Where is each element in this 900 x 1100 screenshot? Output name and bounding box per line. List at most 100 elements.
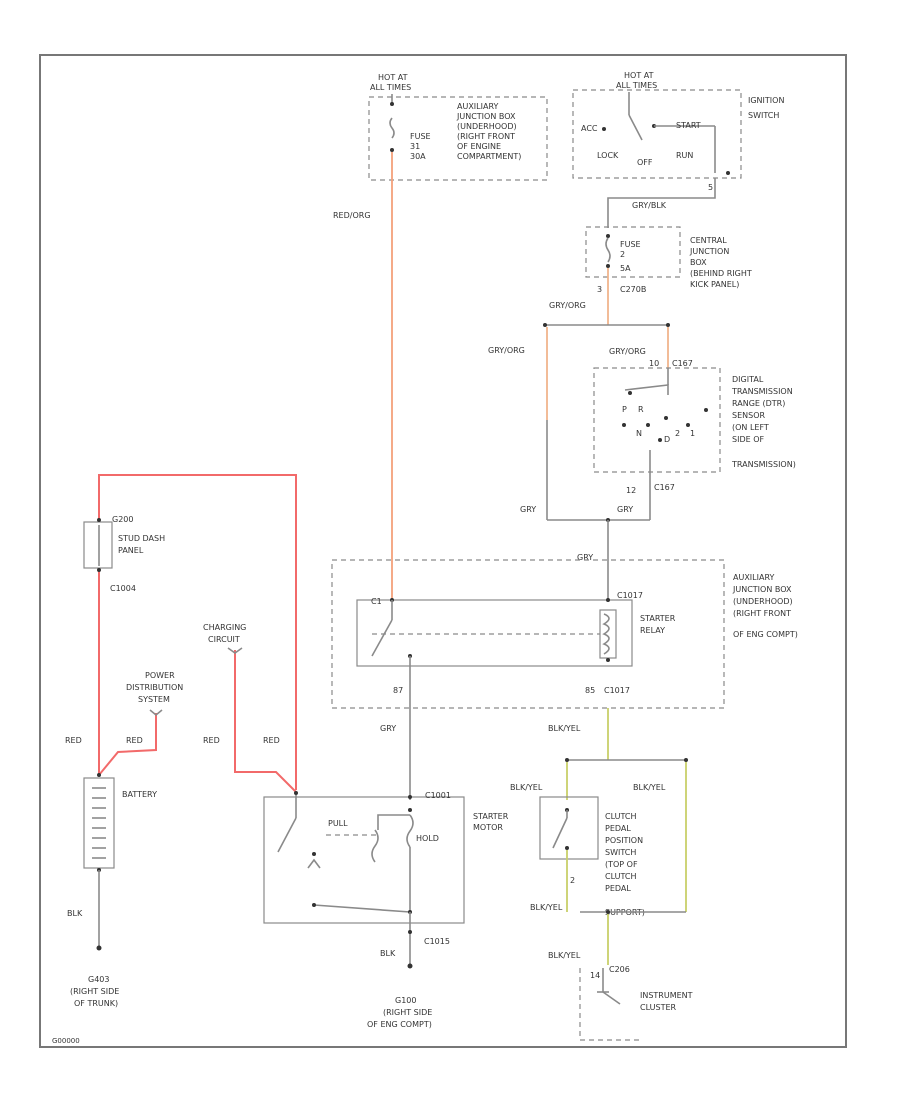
aux-junction-box-mid: C1 C1017 STARTER RELAY AUXILIARY JUNCTIO… xyxy=(331,559,798,709)
dtr-gear-p: P xyxy=(622,405,627,414)
g403-l1: G403 xyxy=(88,975,109,984)
c167-bot-label: C167 xyxy=(654,483,675,492)
cjb-l2: JUNCTION xyxy=(689,247,729,256)
instrument-cluster-l1: INSTRUMENT xyxy=(640,991,693,1000)
start-label: START xyxy=(676,121,701,130)
cjb-l3: BOX xyxy=(690,258,707,267)
aux-jb-top-l4: (RIGHT FRONT xyxy=(457,132,515,141)
dtr-l6: SIDE OF xyxy=(732,435,764,444)
g403-l3: OF TRUNK) xyxy=(74,999,118,1008)
dtr-l2: TRANSMISSION xyxy=(731,387,793,396)
battery-label: BATTERY xyxy=(122,790,157,799)
fuse-31-l3: 30A xyxy=(410,152,426,161)
blk-yel-2: BLK/YEL xyxy=(510,783,543,792)
blk-yel-3: BLK/YEL xyxy=(633,783,666,792)
starter-motor-l1: STARTER xyxy=(473,812,509,821)
clutch-l5: (TOP OF xyxy=(605,860,638,869)
c206-pin: 14 xyxy=(590,971,600,980)
dtr-l1: DIGITAL xyxy=(732,375,764,384)
gry-org-left-label: GRY/ORG xyxy=(488,346,525,355)
footer-code: G00000 xyxy=(52,1037,80,1045)
hot-label-right-l2: ALL TIMES xyxy=(616,81,657,90)
c167-bot-pin: 12 xyxy=(626,486,636,495)
pin-87: 87 xyxy=(393,686,403,695)
pds-l1: POWER xyxy=(145,671,175,680)
clutch-l2: PEDAL xyxy=(605,824,631,833)
g100-l1: G100 xyxy=(395,996,416,1005)
red-wire-pds xyxy=(98,713,157,776)
clutch-pedal-position-switch: CLUTCH PEDAL POSITION SWITCH (TOP OF CLU… xyxy=(539,796,645,917)
stud-dash-panel: G200 STUD DASH PANEL C1004 xyxy=(83,515,165,593)
ignition-switch: HOT AT ALL TIMES ACC START LOCK OFF RUN … xyxy=(572,71,784,192)
blk-right-label: BLK xyxy=(380,949,396,958)
pull-label: PULL xyxy=(328,819,348,828)
ignition-switch-l2: SWITCH xyxy=(748,111,779,120)
aux-jb-top-l6: COMPARTMENT) xyxy=(457,152,521,161)
aux-jb-top-l5: OF ENGINE xyxy=(457,142,501,151)
central-junction-box: FUSE 2 5A CENTRAL JUNCTION BOX (BEHIND R… xyxy=(585,226,752,294)
stud-dash-l2: PANEL xyxy=(118,546,144,555)
aux-jb-mid-l3: (UNDERHOOD) xyxy=(733,597,793,606)
aux-junction-box-top: HOT AT ALL TIMES FUSE 31 30A AUXILIARY J… xyxy=(368,73,548,181)
red-wire-charging xyxy=(234,650,297,793)
diagram-frame xyxy=(39,54,847,1048)
g100-l3: OF ENG COMPT) xyxy=(367,1020,432,1029)
dtr-l5: (ON LEFT xyxy=(732,423,769,432)
aux-jb-top-l2: JUNCTION BOX xyxy=(456,112,516,121)
clutch-l3: POSITION xyxy=(605,836,643,845)
clutch-l7: PEDAL xyxy=(605,884,631,893)
c1004-label: C1004 xyxy=(110,584,136,593)
instrument-cluster-l2: CLUSTER xyxy=(640,1003,677,1012)
instrument-cluster: INSTRUMENT CLUSTER xyxy=(579,968,693,1041)
aux-jb-mid-l4: (RIGHT FRONT xyxy=(733,609,791,618)
lock-label: LOCK xyxy=(597,151,619,160)
clutch-l1: CLUTCH xyxy=(605,812,637,821)
cjb-l4: (BEHIND RIGHT xyxy=(690,269,752,278)
charging-l2: CIRCUIT xyxy=(208,635,240,644)
starter-relay-l1: STARTER xyxy=(640,614,676,623)
c270b-label: C270B xyxy=(620,285,646,294)
dtr-gear-1: 1 xyxy=(690,429,695,438)
g403-l2: (RIGHT SIDE xyxy=(70,987,119,996)
red-label-2: RED xyxy=(126,736,143,745)
pin-85: 85 xyxy=(585,686,595,695)
c1001-label: C1001 xyxy=(425,791,451,800)
stud-dash-l1: STUD DASH xyxy=(118,534,165,543)
conn-5-label: 5 xyxy=(708,183,713,192)
clutch-l6: CLUTCH xyxy=(605,872,637,881)
hold-label: HOLD xyxy=(416,834,439,843)
dtr-l7: TRANSMISSION) xyxy=(731,460,796,469)
battery: BATTERY xyxy=(83,773,157,872)
gry-right-label: GRY xyxy=(617,505,633,514)
blk-left-label: BLK xyxy=(67,909,83,918)
clutch-pin: 2 xyxy=(570,876,575,885)
red-label-1: RED xyxy=(65,736,82,745)
fuse-cjb-l3: 5A xyxy=(620,264,631,273)
gry-org-right-label: GRY/ORG xyxy=(609,347,646,356)
pds-l2: DISTRIBUTION xyxy=(126,683,183,692)
blk-yel-5: BLK/YEL xyxy=(548,951,581,960)
blk-yel-4: BLK/YEL xyxy=(530,903,563,912)
fuse-cjb-l2: 2 xyxy=(620,250,625,259)
clutch-l4: SWITCH xyxy=(605,848,636,857)
dtr-gear-n: N xyxy=(636,429,642,438)
hot-label-left-l1: HOT AT xyxy=(378,73,408,82)
c167-top-pin: 10 xyxy=(649,359,659,368)
red-label-3: RED xyxy=(203,736,220,745)
gry-mid-label: GRY xyxy=(577,553,593,562)
starter-relay-l2: RELAY xyxy=(640,626,665,635)
cjb-l1: CENTRAL xyxy=(690,236,727,245)
dtr-l3: RANGE (DTR) xyxy=(732,399,785,408)
aux-jb-mid-l1: AUXILIARY xyxy=(733,573,775,582)
red-org-label: RED/ORG xyxy=(333,211,371,220)
starter-motor: PULL HOLD STARTER MOTOR C1001 xyxy=(263,791,509,924)
c270b-pin: 3 xyxy=(597,285,602,294)
fuse-31-l1: FUSE xyxy=(410,132,431,141)
off-label: OFF xyxy=(637,158,653,167)
gry-left-label: GRY xyxy=(520,505,536,514)
ignition-switch-l1: IGNITION xyxy=(748,96,784,105)
hot-label-right-l1: HOT AT xyxy=(624,71,654,80)
blk-yel-1: BLK/YEL xyxy=(548,724,581,733)
starter-motor-l2: MOTOR xyxy=(473,823,503,832)
